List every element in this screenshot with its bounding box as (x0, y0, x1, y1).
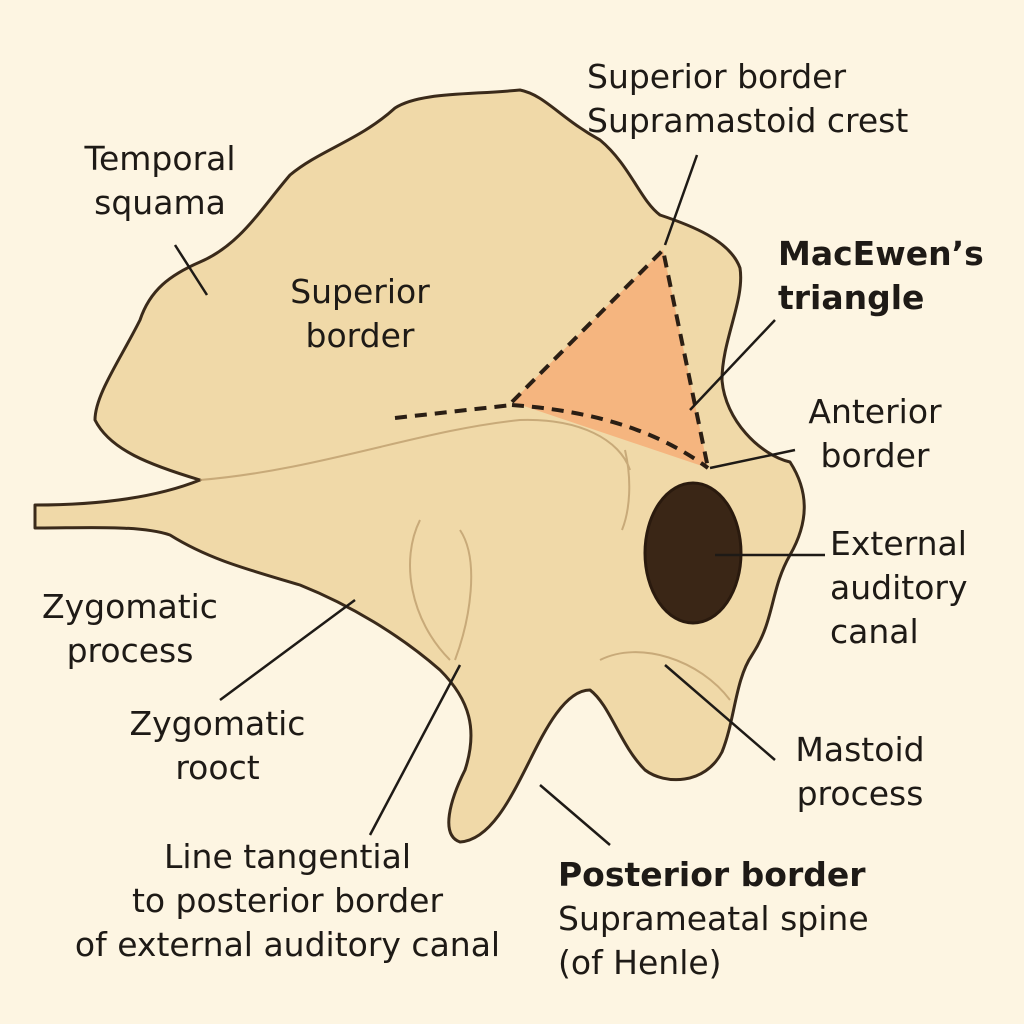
label-title: Posterior border (558, 855, 866, 894)
label-supramastoid-crest: Superior border Supramastoid crest (587, 55, 908, 143)
label-line: rooct (175, 748, 260, 787)
label-line-tangential: Line tangential to posterior border of e… (50, 835, 525, 967)
label-line: Mastoid (795, 730, 925, 769)
label-anterior-border: Anterior border (790, 390, 960, 478)
triangle-dashed-borders (394, 245, 710, 470)
label-line: Zygomatic (42, 587, 218, 626)
label-line: squama (94, 183, 226, 222)
label-line: Temporal (84, 139, 236, 178)
label-line: MacEwen’s (778, 234, 984, 273)
label-line: of external auditory canal (74, 925, 501, 964)
label-line: to posterior border (131, 881, 444, 920)
label-mastoid-process: Mastoid process (775, 728, 945, 816)
label-external-auditory-canal: External auditory canal (830, 522, 967, 654)
label-line: External (830, 524, 967, 563)
label-line: triangle (778, 278, 925, 317)
label-line: border (305, 316, 415, 355)
label-line: border (820, 436, 930, 475)
macewens-triangle-area (512, 250, 708, 468)
label-line: process (66, 631, 194, 670)
label-line: Suprameatal spine (558, 899, 869, 938)
label-line: process (796, 774, 924, 813)
label-superior-border: Superior border (270, 270, 450, 358)
label-temporal-squama: Temporal squama (70, 137, 250, 225)
label-zygomatic-root: Zygomatic rooct (115, 702, 320, 790)
label-line: Superior (290, 272, 430, 311)
label-line: Zygomatic (129, 704, 306, 743)
label-line: auditory (830, 568, 968, 607)
leader-lines (173, 154, 825, 846)
temporal-bone (33, 88, 806, 844)
label-line: Superior border (587, 57, 847, 96)
label-line: Anterior (808, 392, 942, 431)
external-auditory-canal-opening (643, 481, 743, 625)
label-line: (of Henle) (558, 943, 722, 982)
label-line: canal (830, 612, 919, 651)
label-macewens-triangle: MacEwen’s triangle (778, 232, 984, 320)
label-line: Line tangential (163, 837, 411, 876)
label-line: Supramastoid crest (587, 101, 909, 140)
label-posterior-border: Posterior border Suprameatal spine (of H… (558, 853, 869, 985)
label-zygomatic-process: Zygomatic process (30, 585, 230, 673)
bone-shading (199, 418, 731, 701)
